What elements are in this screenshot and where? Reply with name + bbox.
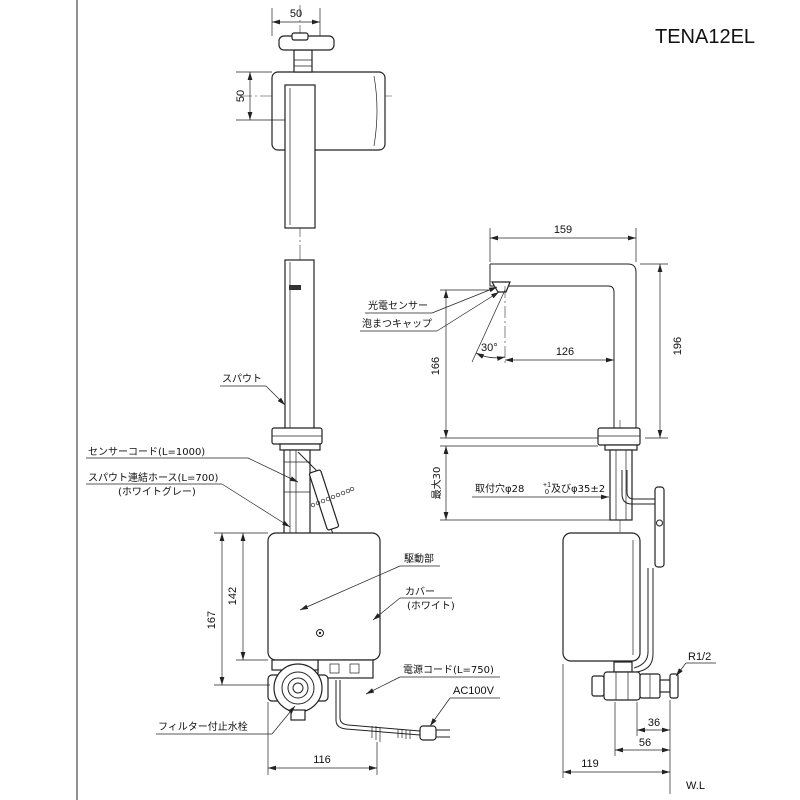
front-power-cord [335, 680, 450, 742]
front-drive-unit [267, 532, 381, 661]
mount-hole-tol-upper: +1 [543, 482, 551, 489]
top-view-spout [284, 84, 316, 229]
top-view: 50 50 [235, 5, 395, 250]
front-sensor-cord [297, 451, 355, 535]
dimension-sensor-height: 166 [430, 289, 598, 439]
side-stop-valve [591, 661, 679, 701]
label-spout-hose: スパウト連結ホース(L=700) [88, 471, 218, 484]
dimension-top-depth: 50 [235, 71, 285, 121]
side-shank [609, 449, 633, 521]
leader-thread: R1/2 [675, 651, 716, 677]
label-power-cord: 電源コード(L=750) [403, 663, 494, 676]
label-photo-sensor: 光電センサー [368, 299, 428, 312]
front-shank [283, 449, 311, 535]
dimension-front-width: 116 [267, 702, 378, 775]
label-thread: R1/2 [688, 651, 711, 663]
dim-unit-height-text: 142 [227, 587, 239, 605]
label-cover-color: (ホワイト) [407, 600, 455, 612]
label-spout: スパウト [222, 373, 262, 385]
dim-depth-text: 119 [581, 758, 599, 770]
front-cord-beads [310, 486, 355, 508]
side-view: 159 196 166 最大30 126 30° [360, 224, 716, 794]
dim-sensor-offset-text: 126 [556, 346, 574, 358]
front-sensor-window [289, 285, 301, 290]
dimension-depth: 119 [562, 664, 670, 778]
side-aerator-cap [490, 281, 511, 293]
side-bracket [654, 486, 665, 568]
dim-sensor-angle-text: 30° [481, 342, 498, 354]
dim-max-counter-thickness-text: 最大30 [430, 467, 443, 500]
leader-voltage: AC100V [429, 685, 500, 727]
mount-hole-tol-lower: 0 [545, 489, 549, 496]
leader-filter-valve: フィルター付止水栓 [156, 705, 296, 735]
leader-photo-sensor: 光電センサー [365, 286, 498, 314]
label-aerator-cap: 泡まつキャップ [362, 317, 432, 330]
dimension-top-width: 50 [271, 8, 321, 36]
dim-front-width-text: 116 [313, 754, 331, 766]
dimension-valve-offset: 36 [636, 702, 670, 736]
leader-spout: スパウト [220, 373, 286, 406]
label-wall-line: W.L [686, 780, 705, 792]
leader-cover: カバー (ホワイト) [372, 586, 455, 621]
dim-top-width-text: 50 [290, 8, 302, 20]
dimension-sensor-angle: 30° [471, 289, 506, 363]
side-drive-unit [562, 532, 641, 662]
leader-mount-hole: 取付穴φ28 +1 0 及びφ35±2 [472, 482, 609, 500]
cord-strain-relief [371, 726, 411, 742]
bracket-bolt [656, 519, 663, 527]
dimension-valve-reach: 56 [614, 702, 670, 756]
dim-valve-reach-text: 56 [639, 737, 651, 749]
label-drive-unit: 駆動部 [404, 552, 434, 565]
leader-spout-hose: スパウト連結ホース(L=700) (ホワイトグレー) [86, 471, 291, 528]
label-voltage: AC100V [453, 685, 495, 697]
front-view: 142 167 116 スパウト センサーコード(L=1000) スパウト連結ホ… [86, 250, 500, 775]
leader-drive-unit: 駆動部 [299, 552, 440, 611]
mount-hole-prefix: 取付穴φ28 [475, 482, 524, 495]
leader-power-cord: 電源コード(L=750) [365, 663, 500, 695]
dim-top-depth-text: 50 [235, 90, 247, 102]
front-filter-valve [267, 663, 329, 721]
dimension-sensor-offset: 126 [504, 286, 614, 366]
dim-valve-offset-text: 36 [648, 717, 660, 729]
dim-sensor-height-text: 166 [430, 357, 442, 375]
model-title: TENA12EL [655, 26, 755, 48]
side-base-flange [597, 427, 641, 451]
label-filter-valve: フィルター付止水栓 [158, 720, 248, 733]
dimension-total-height: 167 [206, 533, 270, 686]
power-plug [419, 725, 437, 741]
dimension-height: 196 [640, 263, 684, 439]
label-cover: カバー [405, 586, 435, 598]
label-mount-hole: 取付穴φ28 [475, 482, 524, 495]
front-spout [284, 259, 315, 431]
dim-reach-text: 159 [554, 224, 572, 236]
leader-sensor-cord: センサーコード(L=1000) [86, 446, 299, 483]
side-spout [489, 263, 637, 430]
label-sensor-cord: センサーコード(L=1000) [88, 446, 205, 458]
mount-hole-suffix: 及びφ35±2 [551, 483, 605, 495]
dimension-max-counter-thickness: 最大30 [430, 445, 610, 521]
leader-aerator-cap: 泡まつキャップ [360, 291, 500, 332]
dim-total-height-text: 167 [206, 611, 218, 629]
front-base-flange [271, 427, 323, 451]
label-spout-hose-color: (ホワイトグレー) [118, 485, 196, 498]
dim-height-text: 196 [672, 337, 684, 355]
dimension-reach: 159 [489, 224, 637, 262]
front-indicator [316, 629, 324, 637]
wall-line: W.L [669, 700, 705, 794]
top-view-handle [278, 32, 335, 73]
side-hose [621, 470, 655, 673]
